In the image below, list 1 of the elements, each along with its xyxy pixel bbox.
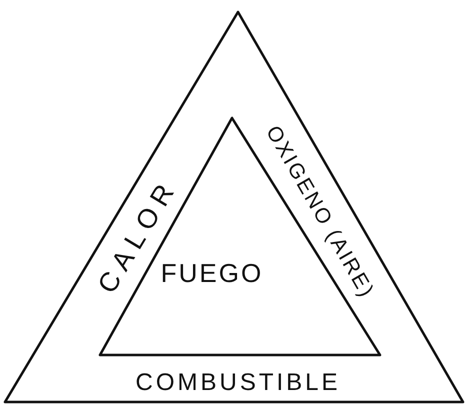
triangle-label: COMBUSTIBLE xyxy=(135,371,341,395)
